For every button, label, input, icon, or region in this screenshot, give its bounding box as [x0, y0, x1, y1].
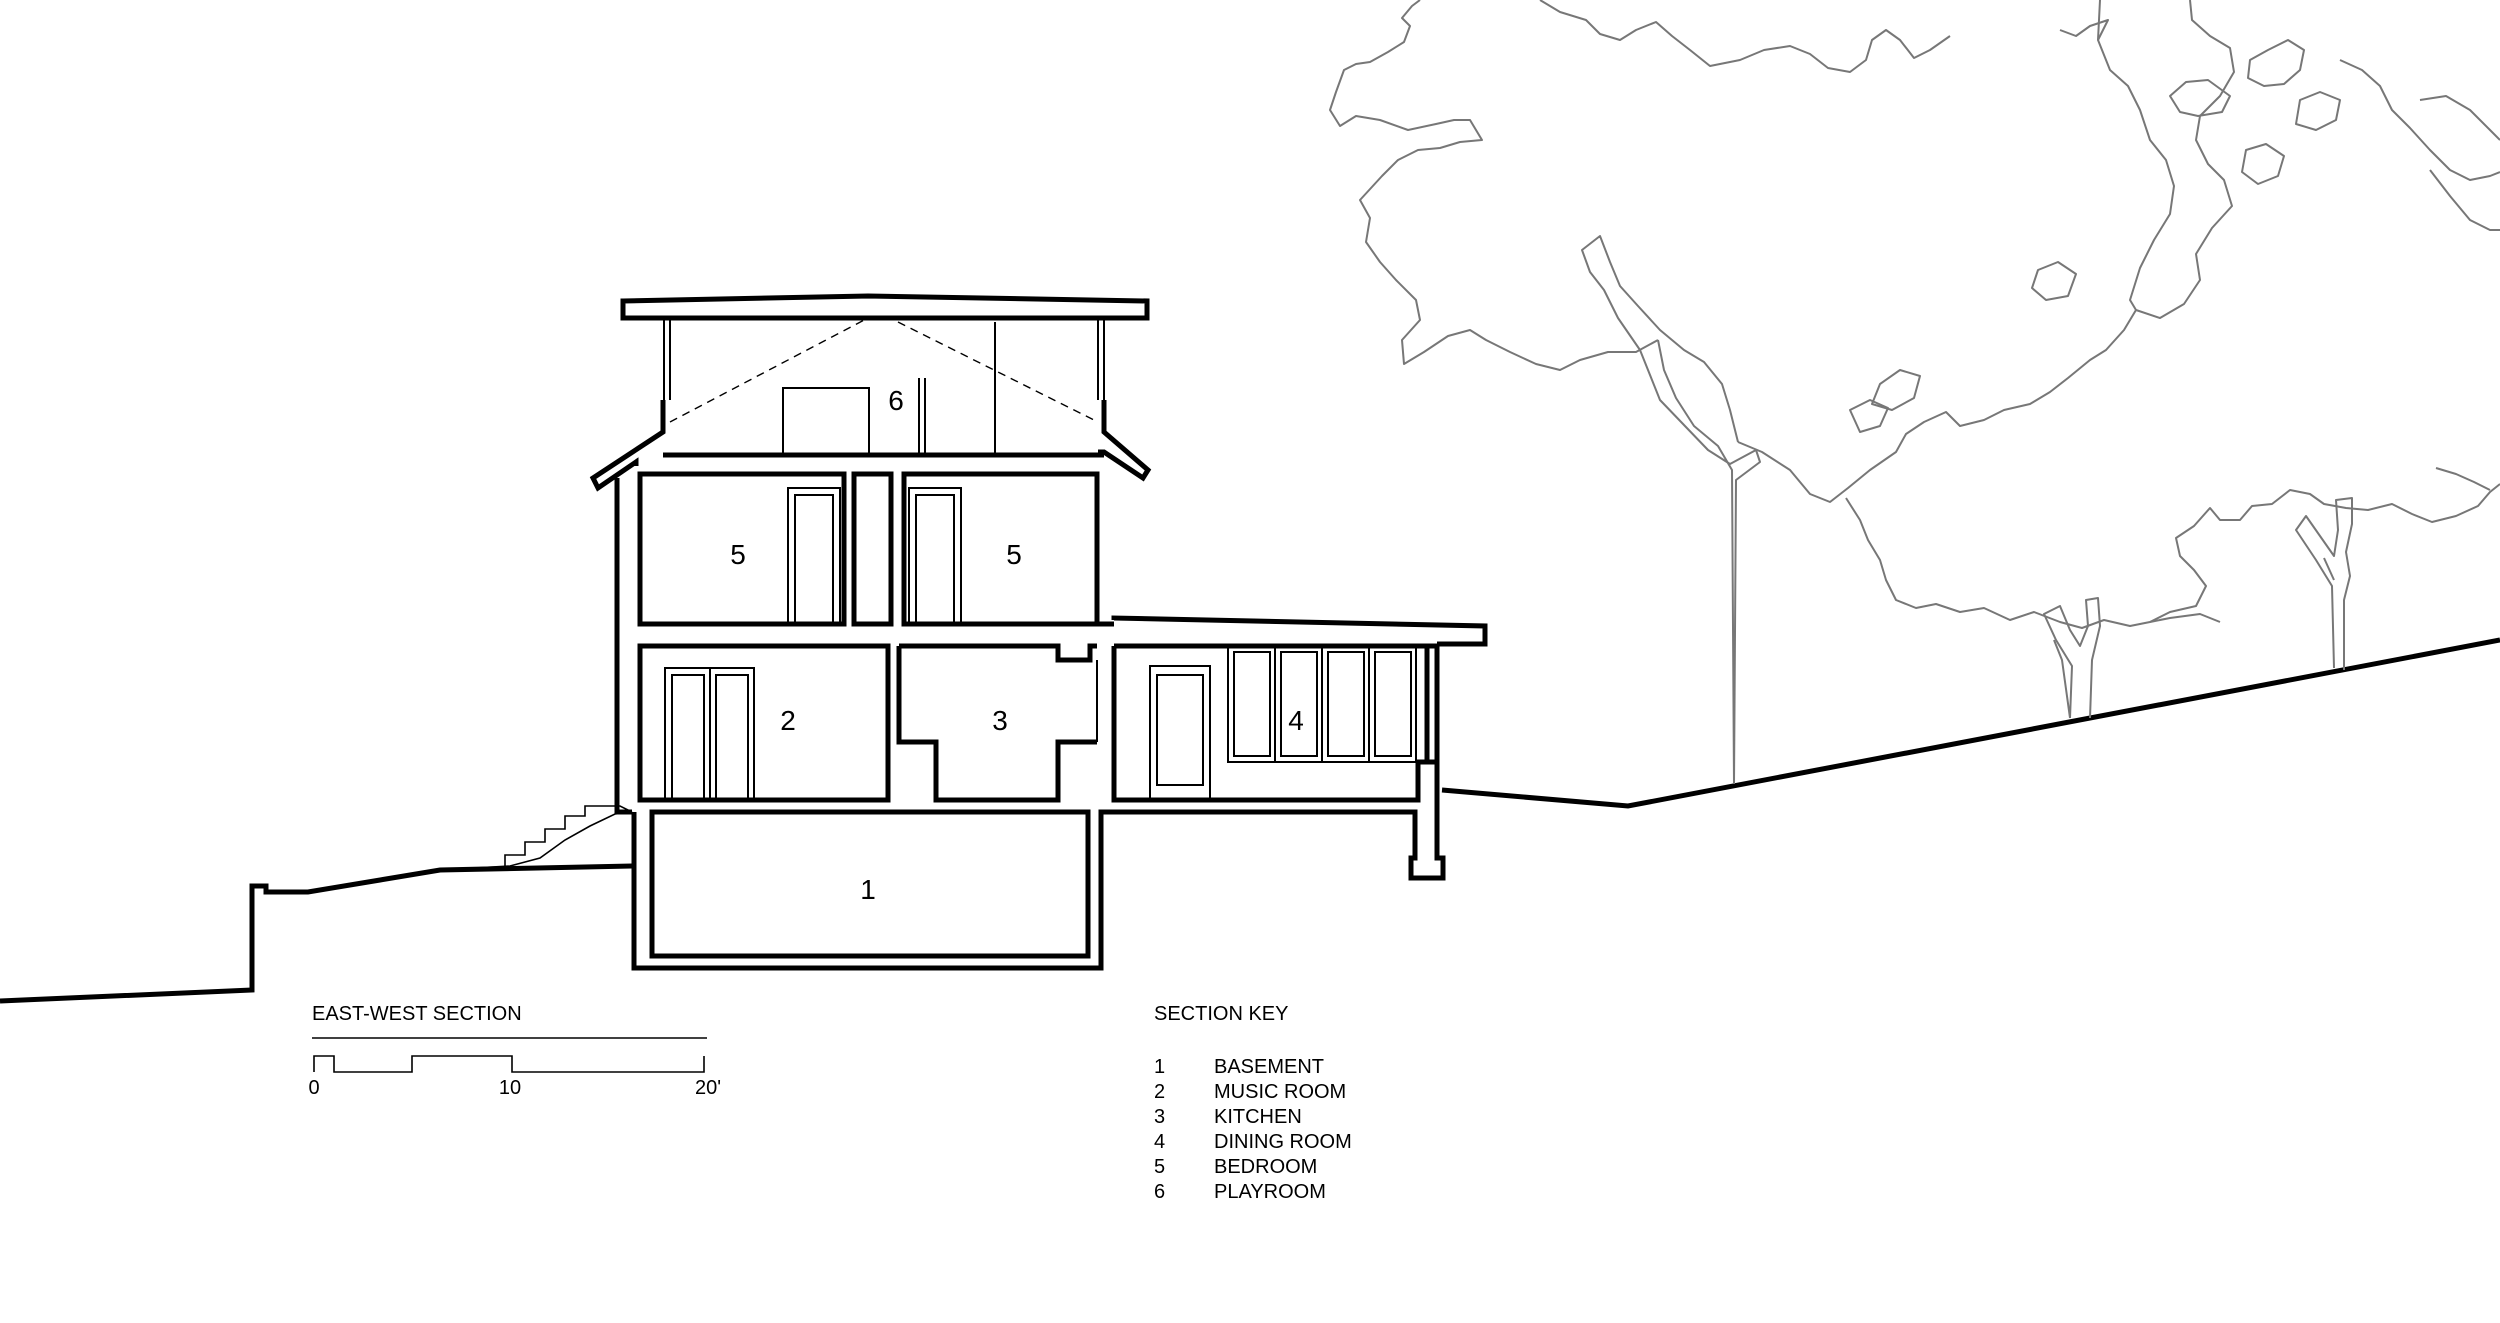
room-numbers: 1 2 3 4 5 5 6 — [730, 385, 1304, 905]
exterior-steps — [504, 805, 633, 868]
bedroom-floor — [637, 471, 1100, 627]
house-section — [589, 293, 1488, 971]
scale-tick-10: 10 — [499, 1077, 521, 1099]
key-item-number: 5 — [1154, 1156, 1165, 1178]
room-label-bedroom-west: 5 — [730, 539, 746, 570]
key-item-number: 4 — [1154, 1131, 1165, 1153]
room-label-playroom: 6 — [888, 385, 904, 416]
room-label-basement: 1 — [860, 874, 876, 905]
scale-tick-20: 20' — [695, 1077, 721, 1099]
key-item-number: 2 — [1154, 1081, 1165, 1103]
section-key: SECTION KEY 1 BASEMENT 2 MUSIC ROOM 3 KI… — [1154, 1003, 1352, 1203]
section-title: EAST-WEST SECTION — [312, 1003, 522, 1025]
scale-bar — [313, 1055, 705, 1073]
key-item-number: 6 — [1154, 1181, 1165, 1203]
room-label-dining-room: 4 — [1288, 705, 1304, 736]
playroom — [589, 317, 1152, 492]
key-item-name: MUSIC ROOM — [1214, 1081, 1346, 1103]
main-floor — [637, 615, 1488, 803]
key-item-number: 1 — [1154, 1056, 1165, 1078]
room-label-kitchen: 3 — [992, 705, 1008, 736]
ground-line — [0, 637, 2500, 1004]
room-label-music-room: 2 — [780, 705, 796, 736]
key-item-name: PLAYROOM — [1214, 1181, 1326, 1203]
section-title-block: EAST-WEST SECTION 0 10 20' — [308, 1003, 721, 1099]
room-label-bedroom-east: 5 — [1006, 539, 1022, 570]
key-item-number: 3 — [1154, 1106, 1165, 1128]
scale-tick-0: 0 — [308, 1077, 319, 1099]
key-item-name: KITCHEN — [1214, 1106, 1302, 1128]
roof — [620, 293, 1150, 321]
tree-large — [1329, 0, 2500, 785]
tree-canopy-low — [1845, 467, 2500, 719]
key-item-name: BASEMENT — [1214, 1056, 1324, 1078]
key-item-name: BEDROOM — [1214, 1156, 1317, 1178]
basement — [631, 762, 1446, 971]
section-key-title: SECTION KEY — [1154, 1003, 1288, 1025]
key-item-name: DINING ROOM — [1214, 1131, 1352, 1153]
